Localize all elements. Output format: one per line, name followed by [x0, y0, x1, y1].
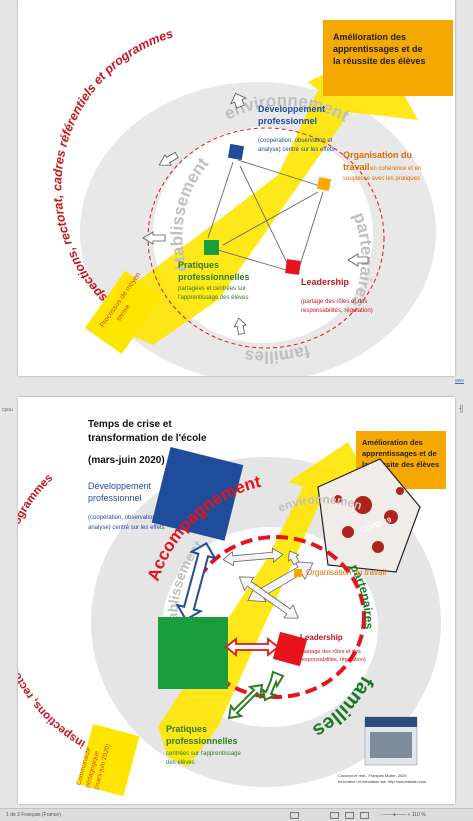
prat-desc: partagées et centrées sur l'apprentissag… — [178, 286, 249, 301]
node-connectors — [207, 159, 324, 271]
node-dev — [227, 143, 245, 161]
goal-box — [323, 20, 453, 96]
status-bar: 1 de 2 Français (France) - ——●—— + 110 % — [0, 808, 473, 821]
yellow-arrow — [113, 48, 418, 345]
arc-outer-text: inspections, rectorat, cadres référentie… — [18, 472, 88, 750]
node-lead — [285, 259, 301, 275]
covid-virus-icons — [334, 487, 404, 553]
slide-2-diagram: Temps de crise et transformation de l'éc… — [18, 397, 446, 797]
org-inline: en cohérence et en — [370, 166, 421, 172]
web-layout-icon[interactable] — [360, 812, 369, 819]
org-label: Organisation du travail — [306, 568, 386, 577]
right-link[interactable]: aws — [455, 378, 464, 384]
node-prat-large — [158, 617, 228, 689]
right-margin-mark: ╢ — [459, 406, 464, 413]
goal-text: Amélioration des apprentissages et de la… — [362, 438, 439, 469]
dev-title: Développement professionnel — [88, 481, 154, 503]
lead-title: Leadership — [300, 633, 343, 642]
slide-1-diagram: Amélioration des apprentissages et de la… — [50, 20, 453, 376]
green-double-arrow — [227, 683, 264, 720]
print-layout-icon[interactable] — [345, 812, 354, 819]
ring-double-arrows — [142, 92, 369, 335]
lead-desc: (partage des rôles et des responsabilité… — [300, 649, 366, 663]
thumbnail-header — [365, 717, 417, 727]
slide-2: Temps de crise et transformation de l'éc… — [18, 397, 455, 804]
lead-desc: (partage des rôles et des responsabilité… — [301, 299, 373, 314]
prat-title: Pratiques professionnelles — [166, 724, 238, 746]
slide-1: Amélioration des apprentissages et de la… — [18, 0, 455, 376]
zoom-control[interactable]: - ——●—— + 110 % — [380, 812, 426, 818]
node-prat — [204, 240, 219, 255]
covid-panel — [317, 458, 421, 573]
credit-text: Concept et réal.: François Muller, 2020 … — [338, 773, 427, 784]
slide2-dates: (mars-juin 2020) — [88, 455, 165, 466]
prat-title: Pratiques professionnelles — [178, 260, 250, 282]
dev-title: Développement professionnel — [258, 104, 328, 126]
left-margin-label: cpou — [2, 407, 13, 413]
node-lead — [272, 631, 308, 667]
node-org — [294, 569, 302, 577]
process-box — [84, 270, 162, 354]
status-page: 1 de 2 Français (France) — [6, 812, 61, 818]
thumbnail-image — [370, 732, 412, 758]
goal-text: Amélioration des apprentissages et de la… — [333, 32, 426, 66]
dev-desc: (coopération, observation et analyse) ce… — [88, 515, 165, 531]
communaute-box — [77, 723, 140, 797]
green-double-arrow-2 — [261, 670, 285, 702]
dev-desc: (coopération, observation et analyse) ce… — [258, 138, 335, 153]
read-mode-icon[interactable] — [330, 812, 339, 819]
lead-title: Leadership — [301, 277, 350, 287]
slide2-title: Temps de crise et transformation de l'éc… — [88, 419, 207, 444]
node-org — [316, 176, 332, 192]
org-desc: souplesse avec les pratiques — [343, 176, 420, 182]
node-dev-large — [151, 446, 244, 541]
prat-desc: centrées sur l'apprentissage des élèves — [166, 751, 243, 766]
org-title: Organisation du travail — [343, 150, 415, 172]
focus-icon[interactable] — [290, 812, 299, 819]
